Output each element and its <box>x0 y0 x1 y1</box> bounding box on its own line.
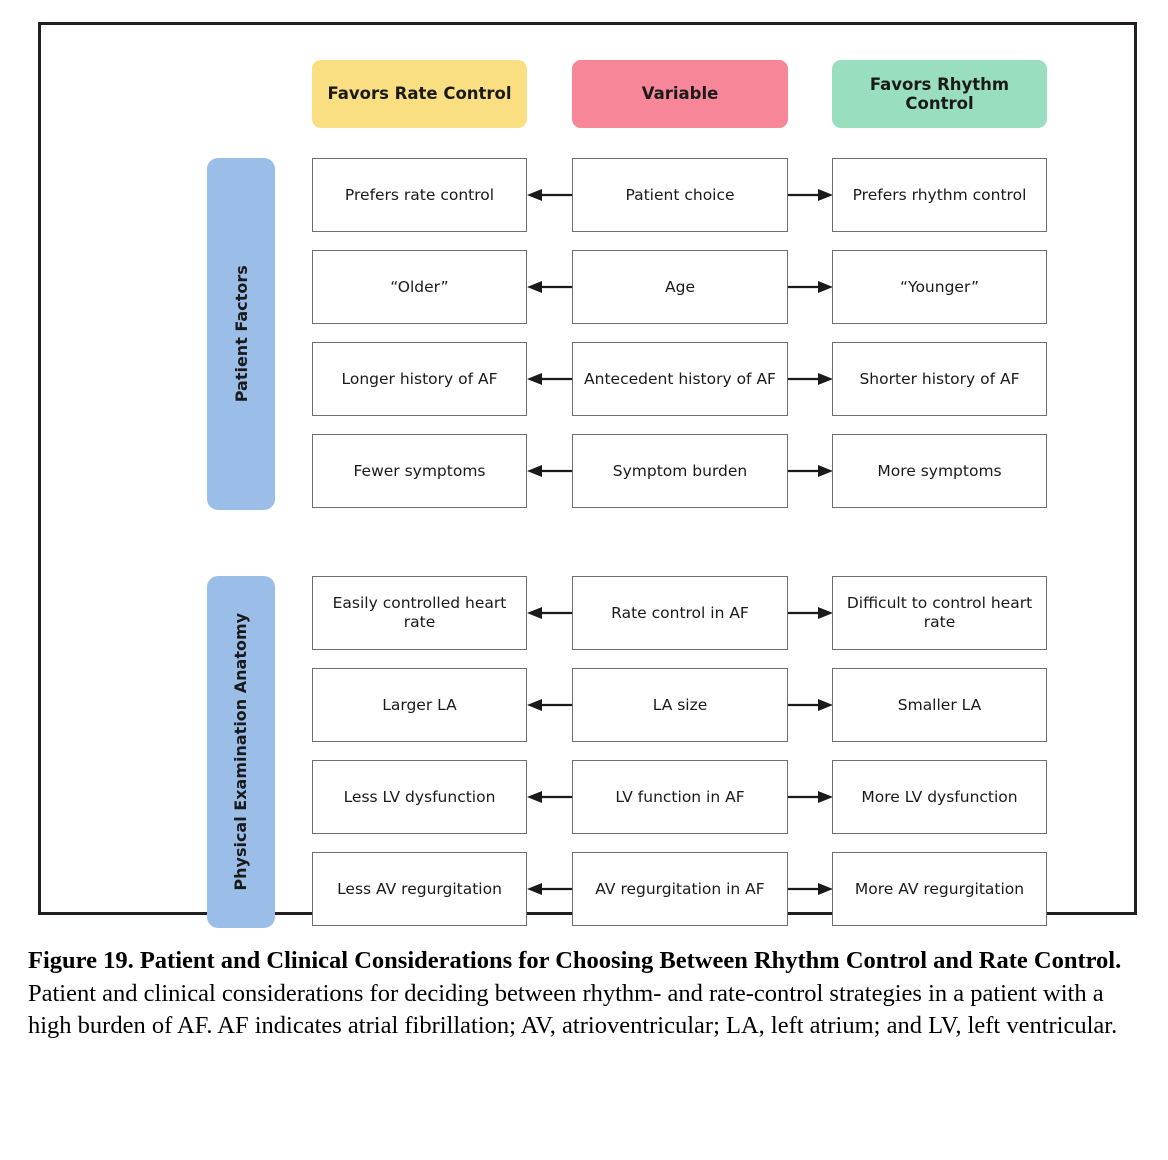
variable-row: Longer history of AF Antecedent history o… <box>312 342 1047 416</box>
cell-variable: Rate control in AF <box>572 576 788 650</box>
cell-favors-rate-control: Prefers rate control <box>312 158 527 232</box>
cell-favors-rate-control: “Older” <box>312 250 527 324</box>
figure-frame: Favors Rate Control Variable Favors Rhyt… <box>38 22 1137 928</box>
arrow-left-icon <box>527 882 572 896</box>
column-header-label: Favors Rate Control <box>327 84 512 104</box>
caption-body: Patient and clinical considerations for … <box>28 979 1118 1040</box>
column-header-label: Favors Rhythm Control <box>869 74 1010 113</box>
column-header-favors-rate-control: Favors Rate Control <box>312 60 527 128</box>
cell-favors-rhythm-control: Difficult to control heart rate <box>832 576 1047 650</box>
cell-variable: Antecedent history of AF <box>572 342 788 416</box>
arrow-right-icon <box>788 882 833 896</box>
arrow-right-icon <box>788 372 833 386</box>
cell-variable: AV regurgitation in AF <box>572 852 788 926</box>
cell-variable: LV function in AF <box>572 760 788 834</box>
cell-favors-rate-control: Less LV dysfunction <box>312 760 527 834</box>
cell-favors-rhythm-control: Shorter history of AF <box>832 342 1047 416</box>
column-header-label: Variable <box>641 84 719 104</box>
cell-variable: Patient choice <box>572 158 788 232</box>
cell-favors-rate-control: Larger LA <box>312 668 527 742</box>
cell-favors-rate-control: Less AV regurgitation <box>312 852 527 926</box>
cell-favors-rhythm-control: More AV regurgitation <box>832 852 1047 926</box>
variable-row: Less LV dysfunction LV function in AF More… <box>312 760 1047 834</box>
cell-favors-rhythm-control: More LV dysfunction <box>832 760 1047 834</box>
cell-favors-rhythm-control: More symptoms <box>832 434 1047 508</box>
variable-row: Larger LA LA size Smaller LA <box>312 668 1047 742</box>
cell-favors-rhythm-control: Smaller LA <box>832 668 1047 742</box>
arrow-left-icon <box>527 790 572 804</box>
cell-variable: LA size <box>572 668 788 742</box>
group-label-patient-factors: Patient Factors <box>207 158 275 510</box>
caption-title: Figure 19. Patient and Clinical Consider… <box>28 947 1122 974</box>
arrow-left-icon <box>527 606 572 620</box>
figure-caption: Figure 19. Patient and Clinical Consider… <box>28 945 1148 1043</box>
column-header-favors-rhythm-control: Favors Rhythm Control <box>832 60 1047 128</box>
group-label-physical-examination-anatomy: Physical Examination Anatomy <box>207 576 275 928</box>
variable-row: Less AV regurgitation AV regurgitation in… <box>312 852 1047 926</box>
cell-favors-rate-control: Longer history of AF <box>312 342 527 416</box>
arrow-left-icon <box>527 280 572 294</box>
variable-row: “Older” Age “Younger” <box>312 250 1047 324</box>
column-header-variable: Variable <box>572 60 788 128</box>
arrow-right-icon <box>788 790 833 804</box>
cell-favors-rate-control: Easily controlled heart rate <box>312 576 527 650</box>
arrow-left-icon <box>527 464 572 478</box>
cell-favors-rhythm-control: Prefers rhythm control <box>832 158 1047 232</box>
arrow-right-icon <box>788 280 833 294</box>
variable-row: Fewer symptoms Symptom burden More symptom… <box>312 434 1047 508</box>
cell-favors-rhythm-control: “Younger” <box>832 250 1047 324</box>
variable-row: Prefers rate control Patient choice Prefer… <box>312 158 1047 232</box>
arrow-right-icon <box>788 698 833 712</box>
cell-variable: Age <box>572 250 788 324</box>
cell-favors-rate-control: Fewer symptoms <box>312 434 527 508</box>
arrow-left-icon <box>527 698 572 712</box>
arrow-right-icon <box>788 606 833 620</box>
arrow-right-icon <box>788 188 833 202</box>
arrow-left-icon <box>527 372 572 386</box>
arrow-left-icon <box>527 188 572 202</box>
arrow-right-icon <box>788 464 833 478</box>
group-label-text: Patient Factors <box>231 265 251 403</box>
group-label-text: Physical Examination Anatomy <box>231 613 251 891</box>
cell-variable: Symptom burden <box>572 434 788 508</box>
variable-row: Easily controlled heart rate Rate control… <box>312 576 1047 650</box>
